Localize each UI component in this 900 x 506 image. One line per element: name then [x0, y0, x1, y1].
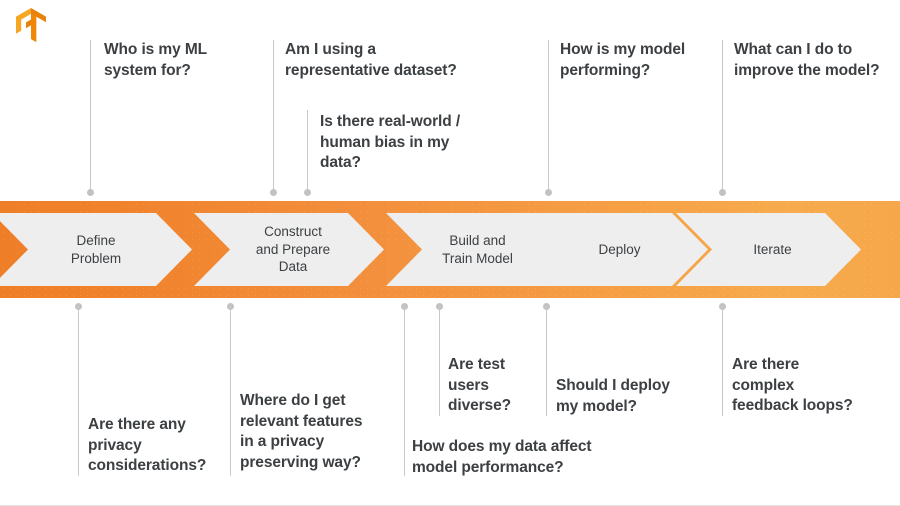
question-bottom-6: Are there complex feedback loops?: [732, 356, 853, 415]
step-construct-data[interactable]: Construct and Prepare Data: [194, 213, 384, 286]
question-top-2: Am I using a representative dataset?: [285, 41, 457, 79]
question-bottom-2: Where do I get relevant features in a pr…: [240, 392, 363, 471]
connector-line-top-1: [90, 40, 91, 192]
connector-line-bottom-6: [722, 306, 723, 416]
question-top-5: What can I do to improve the model?: [734, 41, 880, 79]
connector-dot-top-2: [270, 189, 277, 196]
question-bottom-1: Are there any privacy considerations?: [88, 416, 207, 475]
connector-line-bottom-2: [230, 306, 231, 476]
step-define-problem[interactable]: Define Problem: [0, 213, 192, 286]
connector-line-top-3: [307, 110, 308, 192]
ml-workflow-band: Define Problem Construct and Prepare Dat…: [0, 201, 900, 298]
connector-line-bottom-3: [404, 306, 405, 476]
question-top-4: How is my model performing?: [560, 41, 686, 79]
question-top-1: Who is my ML system for?: [104, 41, 207, 79]
connector-line-top-5: [722, 40, 723, 192]
question-bottom-5: Should I deploy my model?: [556, 377, 670, 415]
tensorflow-logo-icon: [16, 8, 46, 42]
step-iterate[interactable]: Iterate: [676, 213, 861, 286]
connector-dot-top-4: [545, 189, 552, 196]
connector-line-top-2: [273, 40, 274, 192]
connector-dot-top-3: [304, 189, 311, 196]
connector-dot-top-1: [87, 189, 94, 196]
connector-line-bottom-4: [439, 306, 440, 416]
question-bottom-3: How does my data affect model performanc…: [412, 438, 592, 476]
connector-line-bottom-1: [78, 306, 79, 476]
connector-line-top-4: [548, 40, 549, 192]
connector-dot-top-5: [719, 189, 726, 196]
question-bottom-4: Are test users diverse?: [448, 356, 511, 415]
connector-line-bottom-5: [546, 306, 547, 416]
step-build-train[interactable]: Build and Train Model: [386, 213, 561, 286]
question-top-3: Is there real-world / human bias in my d…: [320, 113, 461, 172]
